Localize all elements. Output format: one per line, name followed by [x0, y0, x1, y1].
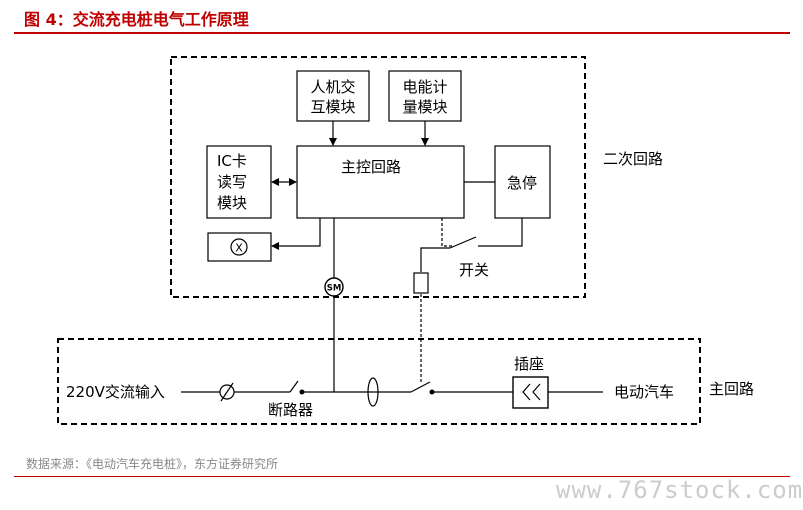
main-control-box [296, 145, 465, 219]
figure-title: 图 4：交流充电桩电气工作原理 [24, 10, 249, 29]
switch-blade [449, 236, 477, 249]
socket-icon [512, 376, 549, 409]
switch-label: 开关 [459, 261, 489, 279]
main-circuit-region [57, 338, 701, 425]
emergency-stop-label: 急停 [507, 174, 537, 192]
socket-label: 插座 [514, 355, 544, 373]
fuse-slash [220, 382, 234, 402]
lamp-icon [230, 238, 248, 256]
switch-to-relay-line [420, 247, 450, 272]
hmi-module-label-2: 互模块 [310, 98, 355, 116]
meter-module-label-1: 电能计 [402, 78, 447, 96]
title-rule [14, 32, 790, 34]
main-circuit-label: 主回路 [709, 380, 754, 398]
source-note: 数据来源：《电动汽车充电桩》，东方证券研究所 [26, 457, 279, 471]
main-to-lamp-arrow [271, 218, 321, 250]
ic-module-box [206, 145, 272, 219]
estop-to-switch-line [478, 218, 523, 247]
switch-control-dashed [441, 218, 452, 247]
contactor-blade [410, 381, 431, 393]
ev-label: 电动汽车 [614, 383, 674, 401]
ic-module-label-1: IC卡 [217, 152, 247, 170]
meter-module-label-2: 量模块 [402, 98, 447, 116]
socket-chevron-2 [532, 383, 541, 401]
socket-chevron-1 [522, 383, 531, 401]
ac-input-label: 220V交流输入 [66, 383, 165, 401]
main-control-label: 主控回路 [341, 158, 401, 176]
relay-coil [413, 272, 429, 294]
watermark: www.767stock.com [556, 476, 803, 504]
ic-module-label-3: 模块 [217, 194, 247, 212]
ic-module-label-2: 读写 [217, 173, 247, 191]
breaker-label: 断路器 [268, 401, 313, 419]
secondary-circuit-label: 二次回路 [603, 150, 663, 168]
hmi-module-box [296, 70, 370, 122]
current-transformer-icon [367, 377, 379, 407]
footer-rule [14, 476, 790, 477]
sm-meter-label: SM [327, 284, 342, 294]
breaker-blade [289, 380, 299, 393]
lamp-symbol: X [235, 242, 243, 255]
secondary-circuit-region [170, 56, 586, 298]
hmi-module-label-1: 人机交 [310, 78, 355, 96]
